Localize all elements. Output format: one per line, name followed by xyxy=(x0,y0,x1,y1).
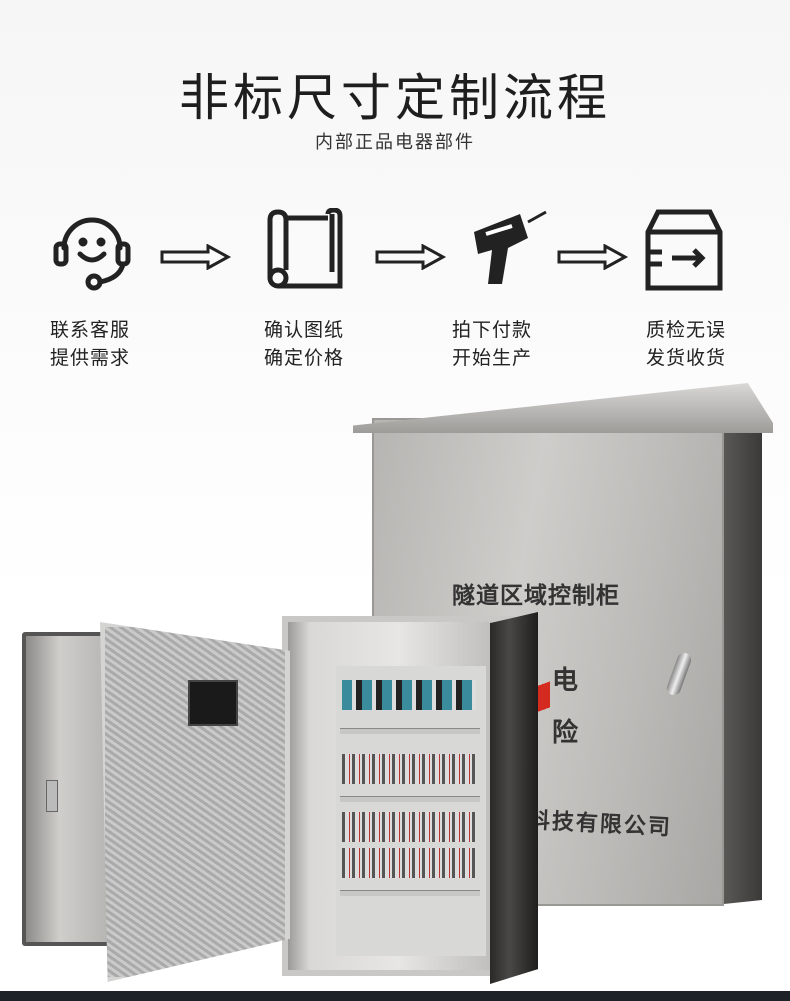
terminal-block-row xyxy=(342,848,476,878)
din-rail xyxy=(340,890,480,896)
step-line: 提供需求 xyxy=(49,347,130,369)
power-modules xyxy=(342,680,476,710)
step-3-label: 拍下付款开始生产 xyxy=(422,316,562,372)
mounting-plate xyxy=(336,666,486,956)
step-line: 质检无误 xyxy=(645,319,726,341)
open-cabinet-door xyxy=(100,622,290,982)
terminal-block-row xyxy=(342,754,476,784)
headset-support-icon xyxy=(53,217,131,291)
bottom-bar xyxy=(0,991,790,1001)
warning-char-2: 险 xyxy=(552,718,579,748)
warning-char-1: 电 xyxy=(552,666,579,696)
step-line: 确定价格 xyxy=(263,347,344,369)
arrow-right-icon xyxy=(557,244,629,270)
step-line: 发货收货 xyxy=(645,347,726,369)
arrow-right-icon xyxy=(160,244,232,270)
step-2-label: 确认图纸确定价格 xyxy=(234,316,374,372)
cabinet-rain-roof xyxy=(353,383,773,433)
cabinet-name: 隧道区域控制柜 xyxy=(452,583,620,609)
far-door-panel xyxy=(22,632,114,946)
step-line: 联系客服 xyxy=(49,319,130,341)
terminal-block-row xyxy=(342,812,476,842)
control-display-panel xyxy=(188,680,238,726)
drill-icon xyxy=(474,210,547,284)
delivery-box-icon xyxy=(645,209,723,291)
arrow-right-icon xyxy=(375,244,447,270)
step-4-label: 质检无误发货收货 xyxy=(616,316,756,372)
step-1-label: 联系客服提供需求 xyxy=(20,316,160,372)
step-line: 拍下付款 xyxy=(451,319,532,341)
open-cabinet-side xyxy=(490,612,538,984)
step-line: 确认图纸 xyxy=(263,319,344,341)
page-subtitle: 内部正品电器部件 xyxy=(315,132,475,153)
din-rail xyxy=(340,728,480,734)
hinge-icon xyxy=(46,780,58,812)
step-line: 开始生产 xyxy=(451,347,532,369)
blueprint-scroll-icon xyxy=(267,208,343,289)
back-cabinet-side xyxy=(724,410,762,904)
page-title: 非标尺寸定制流程 xyxy=(179,69,611,127)
din-rail xyxy=(340,796,480,802)
